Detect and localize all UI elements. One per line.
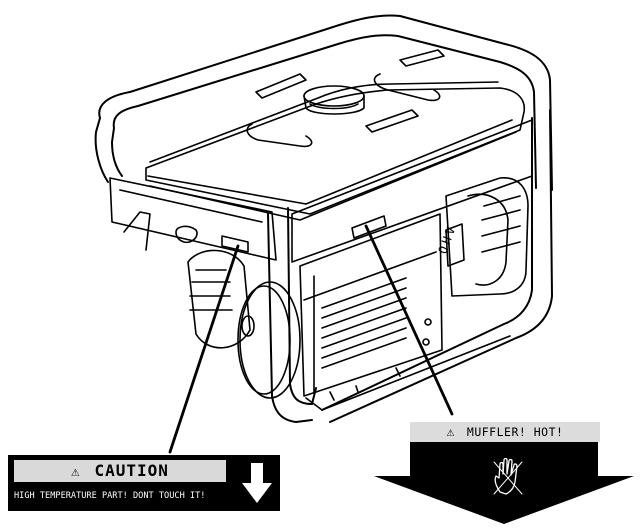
tube-frame bbox=[94, 14, 553, 423]
front-panel bbox=[109, 119, 533, 263]
down-arrow-icon bbox=[242, 463, 272, 503]
caution-text: HIGH TEMPERATURE PART! DONT TOUCH IT! bbox=[14, 491, 206, 501]
base-frame bbox=[305, 335, 511, 411]
fuel-tank bbox=[145, 49, 526, 221]
muffler-title: MUFFLER! HOT! bbox=[466, 425, 564, 439]
engine-head bbox=[445, 177, 529, 297]
alternator bbox=[187, 249, 301, 399]
warning-triangle-icon: ⚠ bbox=[71, 464, 81, 480]
caution-header: ⚠ CAUTION bbox=[14, 460, 226, 482]
hot-hand-icon bbox=[493, 457, 523, 495]
pointer-lines bbox=[168, 224, 454, 454]
muffler-header: ⚠ MUFFLER! HOT! bbox=[410, 422, 600, 442]
muffler-down-arrow bbox=[372, 442, 636, 524]
caution-label: ⚠ CAUTION HIGH TEMPERATURE PART! DONT TOU… bbox=[8, 455, 280, 511]
caution-title: CAUTION bbox=[94, 461, 169, 480]
warning-triangle-icon: ⚠ bbox=[446, 425, 455, 440]
engine-block bbox=[299, 213, 443, 397]
